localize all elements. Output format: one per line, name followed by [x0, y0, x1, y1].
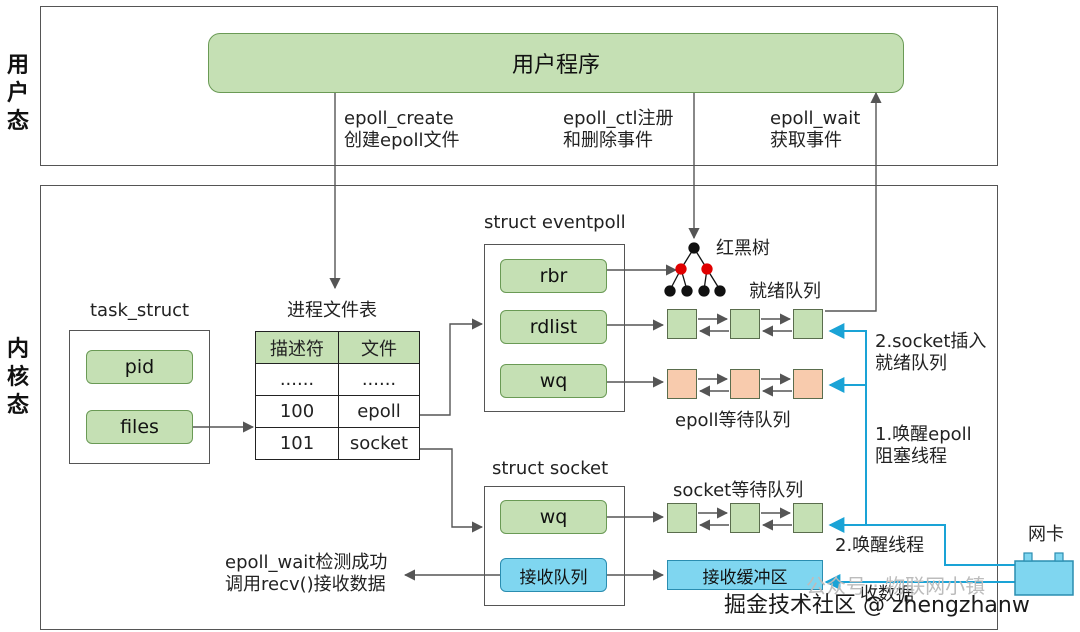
step-wakeup-epoll-label: 1.唤醒epoll 阻塞线程	[875, 424, 972, 468]
rbtree-icon	[664, 242, 726, 297]
side-char: 户	[6, 81, 29, 106]
ready-queue-node	[730, 309, 760, 339]
side-char: 态	[6, 109, 29, 134]
result-line: epoll_wait检测成功	[225, 552, 388, 573]
socket-wait-queue-label: socket等待队列	[673, 480, 804, 501]
table-cell: ......	[338, 363, 420, 396]
eventpoll-rbr-field: rbr	[500, 259, 607, 293]
file-table-title: 进程文件表	[287, 300, 377, 321]
arrow-epoll-eventpoll	[420, 318, 484, 416]
table-header-row: 描述符 文件	[255, 331, 420, 364]
table-header-cell: 文件	[338, 331, 420, 364]
epoll-wait-label: epoll_wait 获取事件	[770, 108, 860, 152]
call-line: epoll_create	[344, 108, 454, 129]
eventpoll-title: struct eventpoll	[484, 212, 626, 233]
table-cell: epoll	[338, 395, 420, 428]
ready-queue-node	[793, 309, 823, 339]
epoll-ctl-label: epoll_ctl注册 和删除事件	[563, 108, 673, 152]
nic-icon	[1014, 552, 1074, 596]
table-cell: socket	[338, 427, 420, 460]
socket-wq-field: wq	[500, 500, 607, 534]
ready-queue-node	[667, 309, 697, 339]
step-line: 2.socket插入	[875, 331, 987, 352]
watermark-secondary: 公众号 · 物联网小镇	[806, 574, 986, 598]
step-line: 就绪队列	[875, 353, 947, 374]
rbtree-label: 红黑树	[716, 238, 770, 259]
arrow-wakeup-thread	[828, 517, 1021, 575]
epoll-wait-queue-label: epoll等待队列	[675, 410, 791, 431]
file-table: 描述符 文件 ...... ...... 100 epoll 101 socke…	[255, 331, 420, 460]
socket-wait-queue-node	[730, 503, 760, 533]
socket-recv-queue-field: 接收队列	[500, 558, 607, 592]
arrow-socket-insert	[828, 323, 867, 525]
socket-wait-queue-node	[667, 503, 697, 533]
epoll-wait-queue-node	[667, 369, 697, 399]
table-row: 100 epoll	[255, 395, 420, 428]
socket-wait-queue-node	[793, 503, 823, 533]
eventpoll-rdlist-field: rdlist	[500, 310, 607, 344]
table-row: 101 socket	[255, 427, 420, 460]
epoll-wait-queue-node	[730, 369, 760, 399]
table-cell: 101	[255, 427, 339, 460]
recv-buffer-box: 接收缓冲区	[667, 560, 823, 590]
side-char: 核	[6, 365, 29, 390]
task-struct-title: task_struct	[90, 300, 190, 321]
nic-label: 网卡	[1028, 524, 1064, 545]
arrow-socket-struct	[420, 448, 484, 533]
watermark: 掘金技术社区 @ zhengzhanw	[724, 593, 1030, 618]
call-line: epoll_ctl注册	[563, 108, 674, 129]
epoll-wait-result-label: epoll_wait检测成功 调用recv()接收数据	[225, 552, 387, 596]
ready-queue-label: 就绪队列	[749, 281, 821, 302]
call-line: 获取事件	[770, 130, 842, 151]
kernel-space-label: 内 核 态	[3, 336, 33, 420]
table-header-cell: 描述符	[255, 331, 339, 364]
step-wakeup-thread-label: 2.唤醒线程	[835, 535, 925, 556]
task-pid-field: pid	[86, 350, 193, 384]
user-space-label: 用 户 态	[3, 52, 33, 136]
arrow-wakeup-epoll	[828, 377, 867, 525]
call-line: 和删除事件	[563, 130, 653, 151]
recv-data-label: 收数据	[860, 584, 914, 605]
socket-title: struct socket	[492, 458, 609, 479]
side-char: 内	[6, 337, 29, 362]
call-line: epoll_wait	[770, 108, 861, 129]
task-files-field: files	[86, 410, 193, 444]
queue-links	[698, 313, 792, 531]
step-line: 1.唤醒epoll	[875, 424, 972, 445]
result-line: 调用recv()接收数据	[225, 574, 386, 595]
eventpoll-wq-field: wq	[500, 364, 607, 398]
side-char: 态	[6, 393, 29, 418]
user-program-box: 用户程序	[208, 33, 904, 93]
arrow-epoll-wait	[825, 91, 882, 312]
epoll-create-label: epoll_create 创建epoll文件	[344, 108, 460, 152]
side-char: 用	[6, 53, 29, 78]
step-line: 阻塞线程	[875, 446, 947, 467]
step-socket-insert-label: 2.socket插入 就绪队列	[875, 331, 986, 375]
epoll-wait-queue-node	[793, 369, 823, 399]
call-line: 创建epoll文件	[344, 130, 460, 151]
